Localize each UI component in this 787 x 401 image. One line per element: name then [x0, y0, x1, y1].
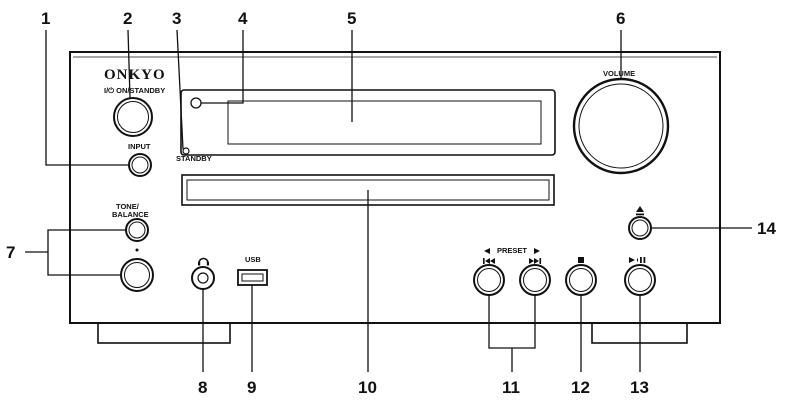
callout-13: 13	[630, 378, 649, 397]
callout-9: 9	[247, 378, 256, 397]
preset-prev-button-inner	[477, 268, 501, 292]
balance-label: BALANCE	[112, 210, 149, 219]
callout-14: 14	[757, 219, 776, 238]
display-screen	[227, 100, 542, 145]
leader-lines	[25, 29, 752, 372]
volume-label: VOLUME	[603, 69, 635, 78]
callout-5: 5	[347, 9, 356, 28]
callout-1: 1	[41, 9, 50, 28]
play-pause-button[interactable]	[624, 264, 656, 296]
adjust-dot-indicator	[135, 248, 139, 252]
callout-2: 2	[123, 9, 132, 28]
leader-7	[25, 229, 126, 253]
power-button[interactable]	[113, 97, 153, 137]
leader-4	[201, 30, 244, 104]
stop-button[interactable]	[565, 264, 597, 296]
standby-label: STANDBY	[176, 154, 212, 163]
play-pause-button-inner	[628, 268, 652, 292]
adjust-knob[interactable]	[120, 258, 154, 292]
tone-label: TONE/	[116, 202, 140, 211]
preset-left-arrow	[484, 248, 490, 254]
leader-7b	[47, 252, 121, 276]
skip-previous-icon	[483, 258, 495, 264]
volume-knob[interactable]	[572, 77, 670, 175]
stop-icon	[578, 257, 584, 263]
callout-10: 10	[358, 378, 377, 397]
onkyo-logo: ONKYO	[104, 67, 166, 83]
leader-1	[45, 30, 129, 166]
power-button-inner	[117, 101, 149, 133]
eject-icon	[636, 206, 644, 216]
tone-balance-button-inner	[128, 221, 146, 239]
leader-3	[176, 29, 184, 150]
callout-7: 7	[6, 243, 15, 262]
callout-8: 8	[198, 378, 207, 397]
callout-11: 11	[502, 378, 520, 397]
adjust-knob-inner	[124, 262, 150, 288]
preset-prev-button[interactable]	[473, 264, 505, 296]
usb-label: USB	[245, 255, 261, 264]
callout-3: 3	[172, 9, 181, 28]
leader-2	[127, 29, 131, 99]
headphone-jack-hole	[197, 272, 209, 284]
skip-next-icon	[529, 258, 542, 264]
headphone-jack[interactable]	[191, 266, 215, 290]
standby-indicator	[182, 147, 190, 155]
volume-knob-inner	[578, 83, 664, 169]
preset-next-button[interactable]	[519, 264, 551, 296]
power-label: I/⏻ ON/STANDBY	[104, 86, 165, 95]
left-foot	[97, 320, 231, 344]
preset-label: PRESET	[497, 246, 527, 255]
usb-port-slot	[241, 273, 264, 282]
preset-next-button-inner	[523, 268, 547, 292]
remote-sensor	[190, 97, 202, 109]
input-button-inner	[131, 156, 149, 174]
headphones-icon	[198, 257, 209, 266]
input-label: INPUT	[128, 142, 151, 151]
eject-button-inner	[631, 219, 649, 237]
stop-button-inner	[569, 268, 593, 292]
preset-right-arrow	[534, 248, 540, 254]
play-pause-icon	[629, 257, 646, 263]
callout-6: 6	[616, 9, 625, 28]
callout-12: 12	[571, 378, 590, 397]
callout-4: 4	[238, 9, 248, 28]
